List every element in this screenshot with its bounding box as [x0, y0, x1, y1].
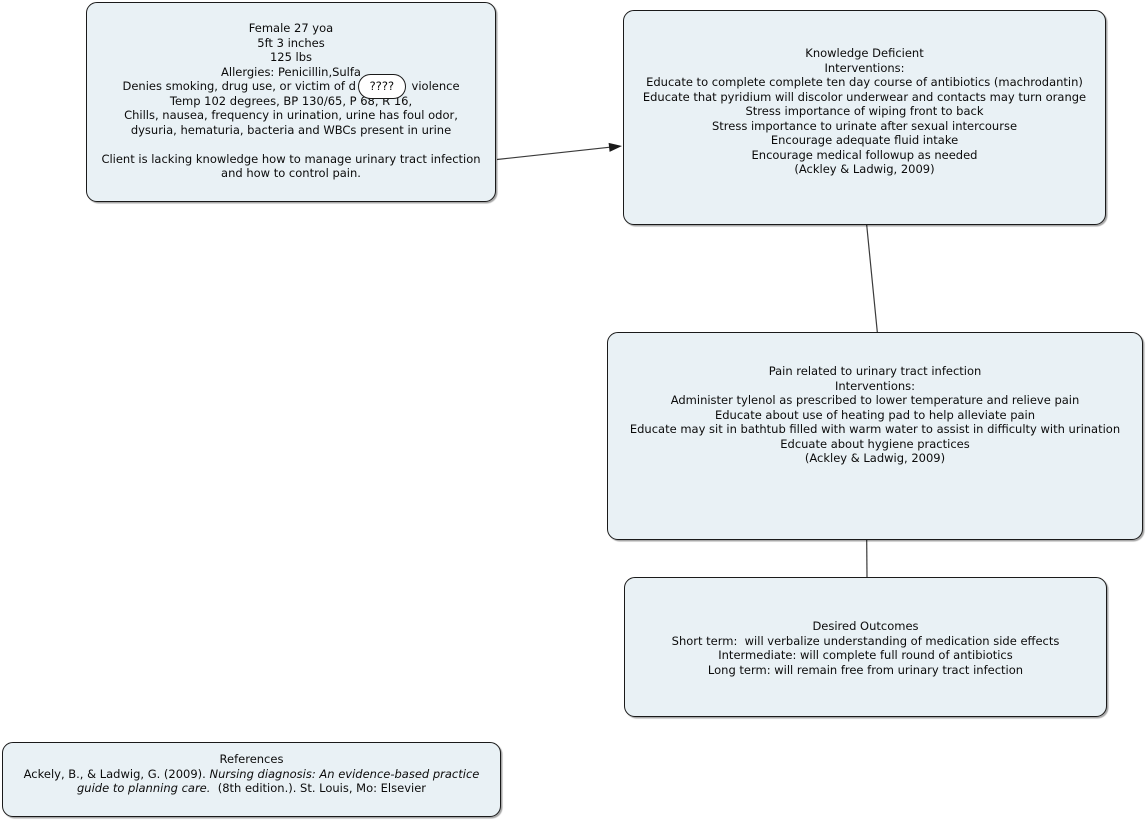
text-segment: Ackely, B., & Ladwig, G. (2009).: [23, 766, 210, 781]
italic-text-segment: Nursing diagnosis: An evidence-based pra…: [209, 766, 480, 781]
text-line: Educate to complete complete ten day cou…: [646, 75, 1083, 89]
text-segment: (8th edition.). St. Louis, Mo: Elsevier: [210, 781, 426, 795]
text-line: and how to control pain.: [221, 166, 361, 180]
text-line: Pain related to urinary tract infection: [768, 364, 982, 378]
text-line: Intermediate: will complete full round o…: [718, 648, 1013, 662]
connector-patient-to-knowledge[interactable]: [496, 146, 611, 161]
text-line: Ackely, B., & Ladwig, G. (2009). Nursing…: [3, 767, 500, 782]
text-line: Educate that pyridium will discolor unde…: [642, 89, 1087, 104]
arrowhead-icon: [608, 142, 622, 152]
text-line: (Ackley & Ladwig, 2009): [794, 162, 935, 176]
text-line: Client is lacking knowledge how to manag…: [101, 151, 481, 166]
text-line: (Ackley & Ladwig, 2009): [804, 451, 946, 465]
text-line: Educate may sit in bathtub filled with w…: [629, 422, 1121, 436]
text-line: Denies smoking, drug use, or victim of d…: [87, 74, 495, 99]
text-line: Long term: will remain free from urinary…: [707, 662, 1024, 677]
question-marks-oval[interactable]: ????: [357, 74, 406, 99]
text-line: Knowledge Deficient: [805, 46, 924, 60]
text-line: dysuria, hematuria, bacteria and WBCs pr…: [130, 122, 452, 137]
connector-knowledge-to-pain[interactable]: [866, 224, 878, 333]
text-line: Interventions:: [834, 378, 916, 393]
text-line: Educate about use of heating pad to help…: [714, 407, 1036, 422]
text-line: Short term: will verbalize understanding…: [671, 633, 1060, 648]
text-segment: Denies smoking, drug use, or victim of d: [122, 79, 356, 93]
text-line: Temp 102 degrees, BP 130/65, P 68, R 16,: [169, 93, 413, 108]
text-line: Desired Outcomes: [812, 619, 919, 633]
text-line: 5ft 3 inches: [257, 35, 325, 50]
text-line: Allergies: Penicillin,Sulfa: [221, 64, 361, 79]
text-line: Stress importance of wiping front to bac…: [745, 104, 984, 118]
text-line: 125 lbs: [269, 50, 313, 64]
text-line: Stress importance to urinate after sexua…: [711, 118, 1018, 133]
text-line: guide to planning care. (8th edition.). …: [3, 781, 500, 796]
text-line: Chills, nausea, frequency in urination, …: [124, 108, 458, 122]
text-line: Female 27 yoa: [248, 21, 334, 35]
text-line: [87, 137, 495, 152]
text-line: Edcuate about hygiene practices: [780, 436, 970, 451]
text-line: Interventions:: [824, 60, 905, 75]
text-line: Administer tylenol as prescribed to lowe…: [670, 393, 1080, 407]
text-line: Encourage adequate fluid intake: [770, 133, 959, 147]
text-line: References: [219, 752, 284, 766]
text-line: Encourage medical followup as needed: [751, 147, 978, 162]
text-segment: violence: [407, 79, 460, 93]
italic-text-segment: guide to planning care.: [77, 781, 211, 795]
